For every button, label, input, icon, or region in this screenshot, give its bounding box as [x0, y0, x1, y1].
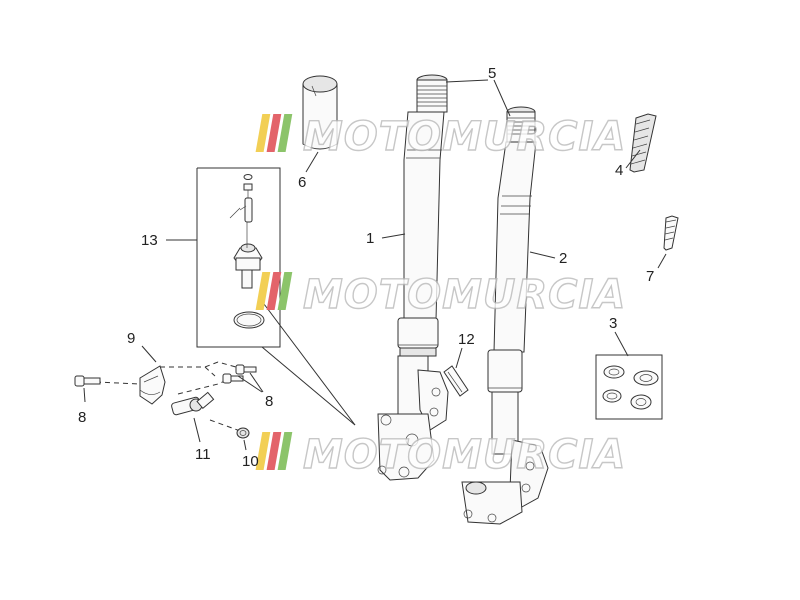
callout-8-left: 8 [78, 409, 86, 426]
spring-long [629, 113, 657, 173]
sensor-clip [443, 365, 469, 397]
callout-labels: 1 2 3 4 5 6 7 8 8 9 10 11 12 13 [78, 65, 654, 470]
dash-lines [95, 361, 244, 433]
callout-2: 2 [559, 250, 567, 267]
watermark-text: MOTOMURCIA [303, 272, 626, 318]
bracket [139, 365, 166, 405]
bolts [74, 364, 257, 387]
watermark-bottom: MOTOMURCIA [255, 431, 626, 479]
spacer-tube [302, 75, 338, 150]
watermark-text: MOTOMURCIA [303, 114, 626, 160]
callout-1: 1 [366, 230, 374, 247]
callout-4: 4 [615, 162, 623, 179]
fork-leg-left [377, 74, 449, 481]
watermark-middle: MOTOMURCIA [255, 271, 626, 319]
spring-short [663, 215, 679, 251]
callout-9: 9 [127, 330, 135, 347]
callout-7: 7 [646, 268, 654, 285]
leader-lines [83, 79, 667, 451]
callout-11: 11 [195, 446, 211, 463]
callout-5: 5 [488, 65, 496, 82]
callout-13: 13 [141, 232, 158, 249]
watermark-text: MOTOMURCIA [303, 432, 626, 478]
callout-8-right: 8 [265, 393, 273, 410]
adjuster-kit-box [196, 167, 281, 348]
callout-12: 12 [458, 331, 475, 348]
watermark-top: MOTOMURCIA [255, 113, 626, 161]
nut [236, 427, 250, 439]
fork-leg-right [461, 106, 549, 525]
fitting [171, 391, 215, 416]
callout-6: 6 [298, 174, 306, 191]
gasket-kit [595, 354, 663, 420]
callout-10: 10 [242, 453, 259, 470]
callout-3: 3 [609, 315, 617, 332]
